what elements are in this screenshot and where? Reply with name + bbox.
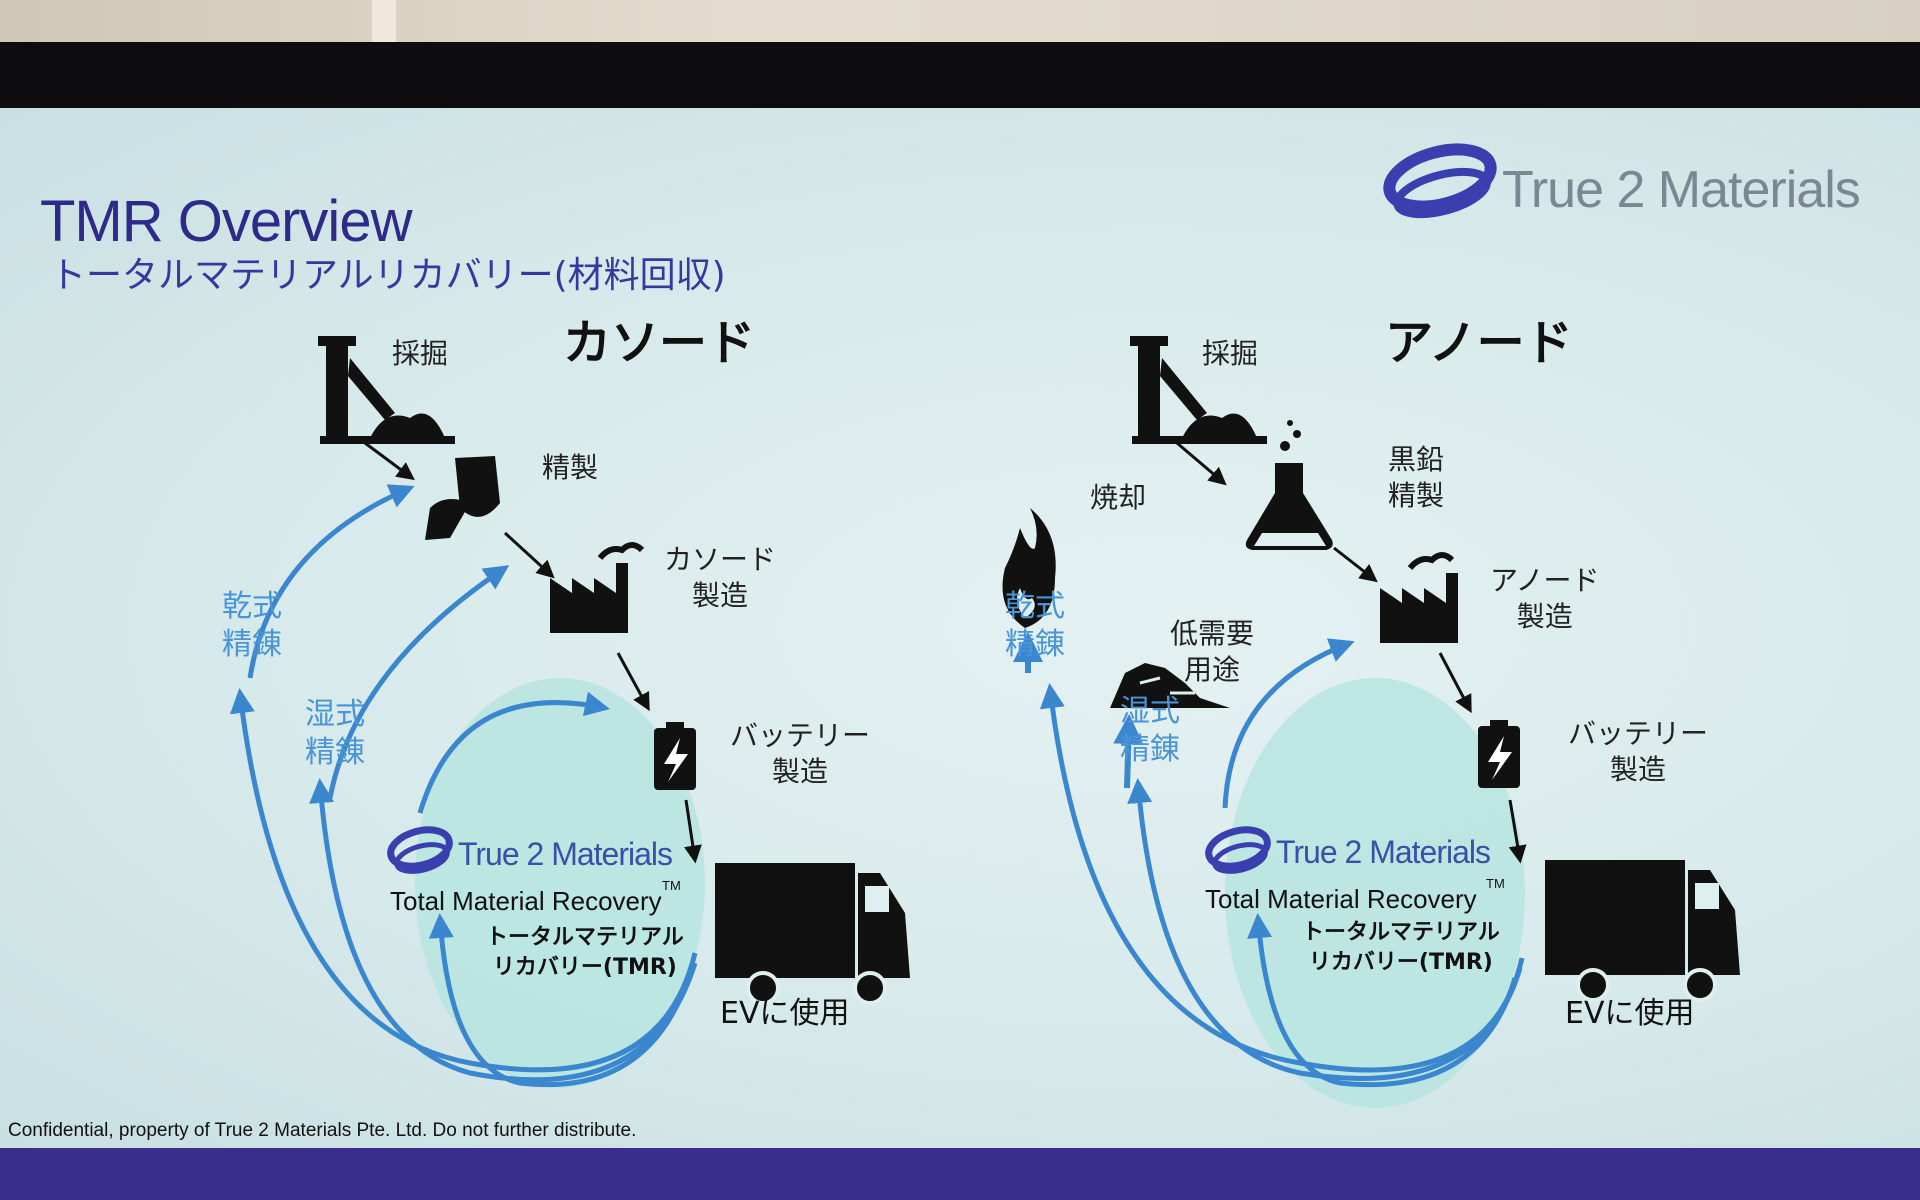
cathode-mining-icon	[318, 336, 455, 444]
cathode-pyro-label: 乾式 精錬	[222, 589, 282, 662]
cathode-heading: カソード	[563, 315, 756, 371]
anode-tmr-circle	[1225, 678, 1525, 1108]
anode-tmr-trademark: TM	[1486, 876, 1505, 891]
anode-factory-icon	[1380, 552, 1458, 643]
company-logo: True 2 Materials	[1380, 138, 1900, 228]
anode-battery-label: バッテリー 製造	[1568, 717, 1709, 786]
cathode-refining-icon	[425, 456, 500, 540]
anode-coal-pile-icon	[1110, 663, 1230, 708]
anode-mining-icon	[1130, 336, 1267, 444]
anode-heading: アノード	[1385, 315, 1573, 371]
cathode-refining-label: 精製	[542, 451, 599, 484]
presentation-slide: TMR Overview トータルマテリアルリカバリー(材料回収) True 2…	[0, 108, 1920, 1148]
anode-manufacturing-label: アノード 製造	[1490, 564, 1600, 633]
anode-fire-icon	[1002, 508, 1056, 628]
slide-footer-bar	[0, 1148, 1920, 1200]
cathode-truck-icon	[715, 863, 910, 1005]
screen-bezel	[0, 42, 1920, 110]
cathode-ev-label: EVに使用	[720, 996, 850, 1031]
cathode-tmr-trademark: TM	[662, 878, 681, 893]
recovery-diagram	[229, 336, 1740, 1108]
anode-hydro-label: 湿式 精錬	[1120, 694, 1180, 767]
anode-refining-label: 黒鉛 精製	[1388, 443, 1445, 512]
cathode-tmr-circle	[415, 678, 705, 1088]
cathode-manufacturing-label: カソード 製造	[664, 543, 777, 612]
anode-tmr-logo-icon	[1205, 826, 1271, 874]
anode-tmr-english: Total Material Recovery	[1205, 884, 1477, 914]
cathode-hydro-label: 湿式 精錬	[305, 697, 365, 770]
cathode-tmr-logo-icon	[387, 826, 453, 874]
slide-subtitle: トータルマテリアルリカバリー(材料回収)	[50, 255, 726, 296]
anode-truck-icon	[1545, 860, 1740, 1002]
background-wall-post	[372, 0, 396, 42]
anode-incineration-label: 焼却	[1090, 481, 1147, 514]
anode-tmr-japanese: トータルマテリアル リカバリー(TMR)	[1302, 920, 1500, 975]
anode-flask-icon	[1245, 420, 1333, 550]
anode-ev-label: EVに使用	[1565, 996, 1695, 1031]
cathode-factory-icon	[550, 542, 645, 633]
cathode-tmr-japanese: トータルマテリアル リカバリー(TMR)	[486, 925, 684, 980]
cathode-battery-label: バッテリー 製造	[730, 719, 871, 788]
anode-tmr-brand: True 2 Materials	[1276, 834, 1491, 870]
anode-mining-label: 採掘	[1202, 337, 1259, 370]
background-wall	[0, 0, 1920, 42]
cathode-tmr-brand: True 2 Materials	[458, 836, 673, 872]
confidential-footer: Confidential, property of True 2 Materia…	[8, 1120, 637, 1141]
true2materials-logo-icon	[1383, 143, 1497, 219]
cathode-mining-label: 採掘	[392, 337, 449, 370]
anode-battery-icon	[1478, 720, 1520, 788]
anode-low-demand-label: 低需要 用途	[1170, 617, 1255, 686]
slide-title: TMR Overview	[40, 189, 412, 254]
cathode-battery-icon	[654, 722, 696, 790]
cathode-tmr-english: Total Material Recovery	[390, 886, 662, 916]
anode-pyro-label: 乾式 精錬	[1005, 589, 1065, 662]
logo-text: True 2 Materials	[1502, 161, 1861, 219]
